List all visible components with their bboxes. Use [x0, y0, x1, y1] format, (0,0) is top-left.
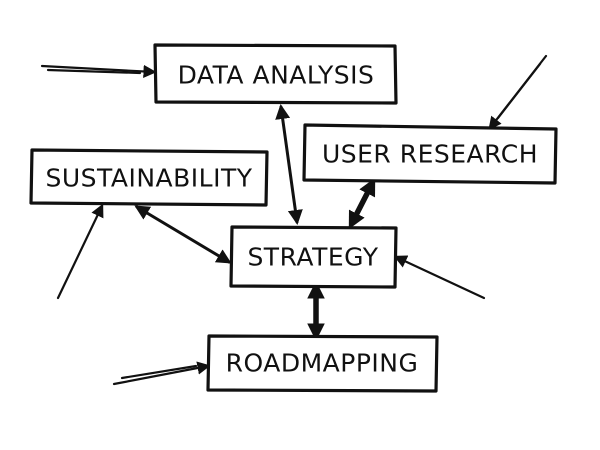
node-label-data-analysis: DATA ANALYSIS	[178, 61, 375, 90]
node-label-strategy: STRATEGY	[247, 243, 378, 272]
node-label-roadmapping: ROADMAPPING	[226, 349, 419, 378]
node-sustainability: SUSTAINABILITY	[29, 148, 269, 207]
input-arrow-strategy	[393, 255, 486, 300]
node-user-research: USER RESEARCH	[302, 123, 558, 185]
node-label-sustainability: SUSTAINABILITY	[45, 164, 252, 193]
connector-user-research-strategy	[348, 177, 376, 230]
input-arrow-user-research-shade	[496, 62, 542, 120]
input-arrow-roadmapping	[112, 361, 211, 386]
node-data-analysis: DATA ANALYSIS	[153, 43, 398, 105]
input-arrow-roadmapping-shade	[120, 364, 198, 380]
input-arrow-data-analysis-shade	[46, 68, 142, 75]
node-label-user-research: USER RESEARCH	[322, 140, 538, 169]
node-roadmapping: ROADMAPPING	[206, 334, 439, 393]
input-arrow-sustainability	[56, 203, 104, 300]
input-arrow-data-analysis	[40, 64, 157, 79]
connector-data-analysis-strategy	[275, 104, 303, 225]
node-strategy: STRATEGY	[229, 225, 398, 289]
connector-sustainability-strategy	[134, 205, 232, 264]
